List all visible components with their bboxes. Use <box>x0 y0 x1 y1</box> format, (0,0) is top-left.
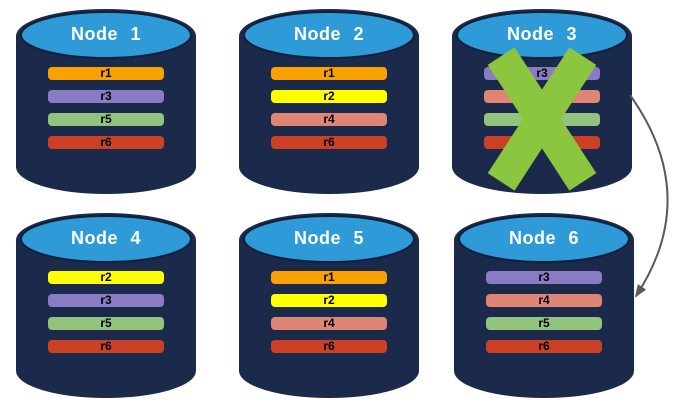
replica-bar: r2 <box>271 90 387 103</box>
replica-bar: r1 <box>271 67 387 80</box>
replica-bar: r6 <box>271 136 387 149</box>
node-3: Node 3 r3 r4 r5 r6 <box>449 6 635 198</box>
replica-label: r4 <box>538 293 550 307</box>
replica-bar: r4 <box>271 317 387 330</box>
replica-bar: r6 <box>271 340 387 353</box>
replica-label: r2 <box>323 293 335 307</box>
node-1: Node 1 r1 r3 r5 r6 <box>13 6 199 198</box>
replica-label: r6 <box>323 135 335 149</box>
node-title: Node 1 <box>70 24 141 44</box>
node-2: Node 2 r1 r2 r4 r6 <box>236 6 422 198</box>
replica-bar: r5 <box>484 113 600 126</box>
replica-label: r3 <box>536 66 548 80</box>
node-4: Node 4 r2 r3 r5 r6 <box>13 210 199 402</box>
replica-label: r5 <box>536 112 548 126</box>
replica-bar: r6 <box>486 340 602 353</box>
replica-bar: r5 <box>48 113 164 126</box>
replica-bar: r3 <box>486 271 602 284</box>
node-title: Node 4 <box>70 228 141 248</box>
replica-bar: r2 <box>271 294 387 307</box>
replica-bar: r6 <box>484 136 600 149</box>
replica-label: r1 <box>323 66 335 80</box>
replica-label: r4 <box>323 316 335 330</box>
replica-label: r6 <box>100 339 112 353</box>
replica-bar: r6 <box>48 136 164 149</box>
replica-bar: r6 <box>48 340 164 353</box>
node-title: Node 5 <box>293 228 364 248</box>
replica-label: r3 <box>100 293 112 307</box>
replica-label: r3 <box>538 270 550 284</box>
replica-label: r4 <box>536 89 548 103</box>
replica-bar: r1 <box>271 271 387 284</box>
replica-label: r5 <box>538 316 550 330</box>
replica-label: r6 <box>536 135 548 149</box>
replica-bar: r3 <box>48 294 164 307</box>
replica-bar: r3 <box>484 67 600 80</box>
replica-bar: r1 <box>48 67 164 80</box>
replica-label: r2 <box>323 89 335 103</box>
replica-bar: r4 <box>271 113 387 126</box>
replica-label: r5 <box>100 112 112 126</box>
replica-label: r6 <box>100 135 112 149</box>
replica-bar: r4 <box>484 90 600 103</box>
replica-label: r5 <box>100 316 112 330</box>
replica-label: r2 <box>100 270 112 284</box>
node-5: Node 5 r1 r2 r4 r6 <box>236 210 422 402</box>
replica-label: r3 <box>100 89 112 103</box>
replica-label: r1 <box>323 270 335 284</box>
node-title: Node 2 <box>293 24 364 44</box>
node-6: Node 6 r3 r4 r5 r6 <box>451 210 637 402</box>
replica-bar: r5 <box>486 317 602 330</box>
replica-label: r1 <box>100 66 112 80</box>
node-title: Node 3 <box>506 24 577 44</box>
replica-bar: r4 <box>486 294 602 307</box>
replica-label: r4 <box>323 112 335 126</box>
replica-label: r6 <box>323 339 335 353</box>
replica-label: r6 <box>538 339 550 353</box>
replica-bar: r3 <box>48 90 164 103</box>
replica-bar: r2 <box>48 271 164 284</box>
replica-bar: r5 <box>48 317 164 330</box>
node-title: Node 6 <box>508 228 579 248</box>
